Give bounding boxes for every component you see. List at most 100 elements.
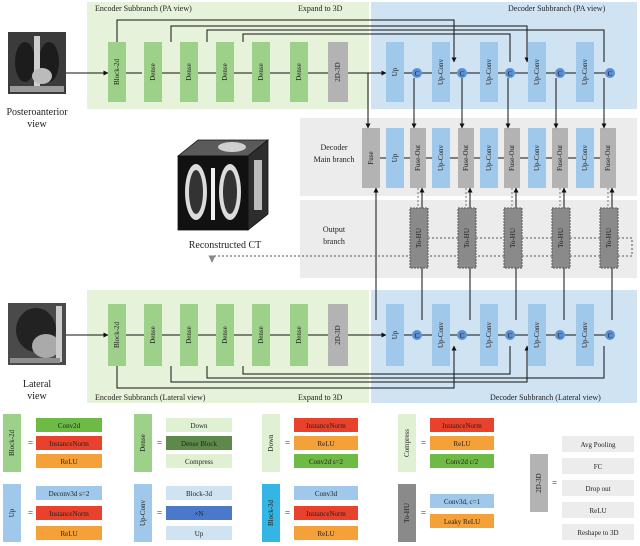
top-block-2d-text: Block-2d	[113, 58, 121, 85]
legend-2d3d-item-1-text: Avg Pooling	[580, 441, 616, 449]
legend-compress-item-3-text: Conv2d c/2	[446, 458, 479, 466]
legend-up-eq: =	[28, 508, 33, 518]
bottom-2d3d-text: 2D-3D	[334, 325, 342, 344]
bottom-concat-2-text: C	[460, 332, 465, 340]
top-upconv-4	[576, 42, 594, 102]
legend-upconv-item-3-text: Up	[195, 530, 204, 538]
legend-upconv-eq: =	[157, 508, 162, 518]
legend-block3d-item-3	[294, 526, 358, 540]
top-upconv-2	[480, 42, 498, 102]
legend-tohu-item-2-text: Leaky ReLU	[444, 518, 480, 526]
legend-block3d-name: Block-3d	[267, 499, 275, 526]
bottom-concat-1	[412, 330, 422, 340]
bottom-concat-4-text: C	[558, 332, 563, 340]
bottom-decoder-panel	[371, 290, 637, 403]
bottom-upconv-1-text: Up-Conv	[437, 321, 445, 348]
main-fuse-out-2	[458, 128, 474, 188]
pa-label-2: view	[27, 119, 47, 130]
legend-block3d-item-1	[294, 486, 358, 500]
legend-compress-eq: =	[421, 438, 426, 448]
main-upconv-2	[480, 128, 498, 188]
top-concat-5	[605, 68, 615, 78]
bottom-expand-label: Expand to 3D	[298, 393, 343, 402]
top-2d3d-text: 2D-3D	[334, 62, 342, 81]
legend-block3d-key	[262, 484, 280, 542]
legend-down-item-2-text: ReLU	[317, 440, 334, 448]
main-fuse	[362, 128, 380, 188]
main-up-text: Up	[391, 153, 399, 162]
top-dense-2-text: Dense	[185, 63, 193, 81]
bottom-concat-3-text: C	[508, 332, 513, 340]
legend-block2d-name: Block-2d	[8, 429, 16, 456]
legend-dense-name: Dense	[139, 434, 147, 452]
top-upconv-1	[432, 42, 450, 102]
pa-label-1: Posteroanterior	[6, 107, 68, 118]
top-dense-4	[252, 42, 270, 102]
reconstructed-ct-cube	[176, 139, 270, 231]
main-upconv-3	[528, 128, 546, 188]
top-dense-4-text: Dense	[257, 63, 265, 81]
legend-up-item-3	[36, 526, 102, 540]
lateral-label-2: view	[27, 391, 47, 402]
bottom-concat-3	[505, 330, 515, 340]
bottom-block-2d-text: Block-2d	[113, 321, 121, 348]
legend-down-name: Down	[267, 434, 275, 452]
bottom-dense-1-text: Dense	[149, 326, 157, 344]
bottom-upconv-4-text: Up-Conv	[581, 321, 589, 348]
legend-2d3d-item-2-text: FC	[594, 463, 603, 471]
pa-xray-image	[8, 32, 66, 94]
top-concat-2	[457, 68, 467, 78]
top-concat-4-text: C	[558, 70, 563, 78]
legend-2d3d-item-3-text: Drop out	[585, 485, 610, 493]
top-dense-3-text: Dense	[221, 63, 229, 81]
top-concat-1-text: C	[415, 70, 420, 78]
top-row: Block-2d Dense Dense Dense Dense Dense 2…	[66, 19, 615, 102]
legend-2d3d-item-1	[562, 436, 634, 452]
bottom-dense-5-text: Dense	[295, 326, 303, 344]
legend-dense-item-1-text: Down	[190, 422, 208, 430]
legend-2d3d-eq: =	[552, 478, 557, 488]
legend-up-name: Up	[8, 508, 16, 517]
legend-up-item-1-text: Deconv3d s=2	[49, 490, 90, 498]
top-dense-2	[180, 42, 198, 102]
legend-tohu-eq: =	[421, 508, 426, 518]
legend-2d3d-name: 2D-3D	[535, 473, 543, 492]
top-dense-5-text: Dense	[295, 63, 303, 81]
legend-block3d-eq: =	[285, 508, 290, 518]
legend-down-item-2	[294, 436, 358, 450]
legend-dense-eq: =	[157, 438, 162, 448]
ct-label: Reconstructed CT	[189, 240, 261, 251]
legend-block2d-eq: =	[28, 438, 33, 448]
main-fuse-out-5	[600, 128, 616, 188]
bottom-decoder-title: Decoder Subbranch (Lateral view)	[490, 393, 601, 402]
top-dense-1-text: Dense	[149, 63, 157, 81]
legend-2d3d-item-5-text: Reshape to 3D	[577, 529, 618, 537]
legend-upconv-item-2	[166, 506, 232, 520]
main-fuse-text: Fuse	[367, 151, 375, 164]
legend-dense-key	[134, 414, 152, 472]
legend-down-item-1-text: InstanceNorm	[306, 422, 346, 430]
legend-up-item-3-text: ReLU	[60, 530, 77, 538]
legend-up-item-1	[36, 486, 102, 500]
top-upconv-3	[528, 42, 546, 102]
legend-block2d-item-1	[36, 418, 102, 432]
bottom-concat-4	[555, 330, 565, 340]
legend-down-item-1	[294, 418, 358, 432]
top-upconv-2-text: Up-Conv	[485, 58, 493, 85]
legend-block3d-item-2	[294, 506, 358, 520]
top-decoder-panel	[371, 2, 637, 109]
legend-block2d-item-2-text: InstanceNorm	[49, 440, 89, 448]
top-dense-1	[144, 42, 162, 102]
out-tohu-2-text: To-HU	[463, 228, 471, 248]
bottom-upconv-4	[576, 304, 594, 366]
bottom-up-text: Up	[391, 330, 399, 339]
top-concat-3-text: C	[508, 70, 513, 78]
legend-2d3d-item-5	[562, 524, 634, 540]
legend-down-item-3-text: Conv2d s=2	[309, 458, 344, 466]
bottom-concat-1-text: C	[415, 332, 420, 340]
top-concat-5-text: C	[608, 70, 613, 78]
bottom-upconv-2-text: Up-Conv	[485, 321, 493, 348]
legend-compress-item-1	[430, 418, 494, 432]
legend-upconv-key	[134, 484, 152, 542]
